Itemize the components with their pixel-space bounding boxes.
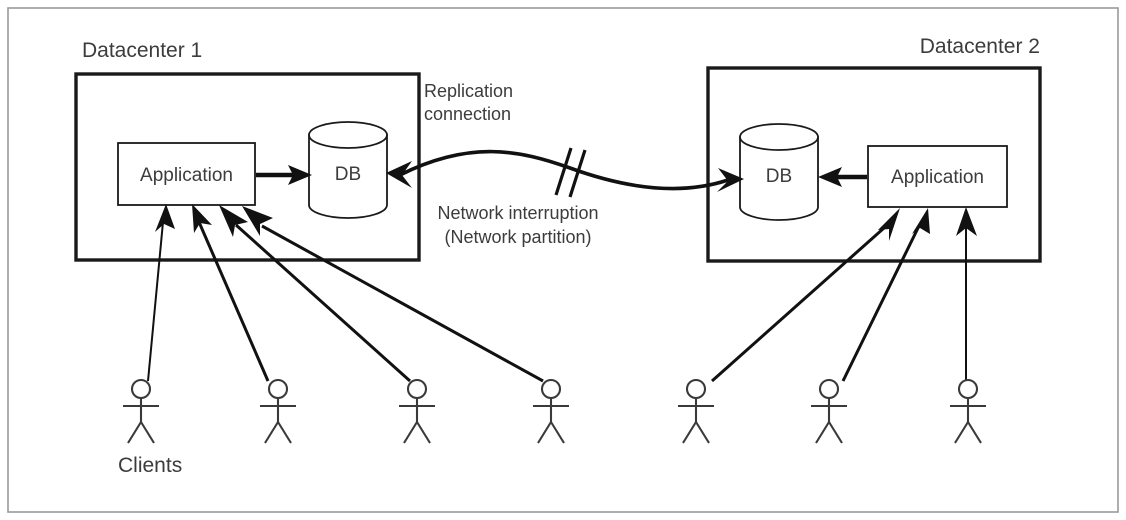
client-arrow-line-6 [841, 227, 920, 382]
client-head-icon [130, 378, 152, 400]
network-break-slash-1 [554, 147, 573, 196]
client-leg-right [967, 421, 982, 444]
replication-label-line1: Replication [424, 81, 513, 101]
client-arrow-line-2 [197, 221, 270, 382]
client-figure-6[interactable] [811, 378, 847, 444]
dc1-db-top [308, 121, 388, 149]
client-arrow-line-3 [234, 223, 412, 383]
dc1-database-label: DB [335, 164, 361, 185]
client-leg-left [815, 421, 830, 444]
client-figure-4[interactable] [533, 378, 569, 444]
datacenter-2-title: Datacenter 2 [920, 35, 1040, 58]
client-head-icon [267, 378, 289, 400]
dc1-db-body [308, 134, 388, 219]
datacenter-1-title: Datacenter 1 [82, 39, 202, 62]
replication-arrowhead-left [386, 161, 412, 188]
client-figure-7[interactable] [950, 378, 986, 444]
dc1-client-connections [147, 204, 544, 383]
client-leg-left [537, 421, 552, 444]
client-arrow-head-1 [155, 204, 175, 232]
figure-frame [7, 7, 1119, 513]
dc2-application-label: Application [891, 167, 984, 188]
replication-connection-curve [399, 149, 729, 191]
client-leg-right [416, 421, 431, 444]
client-leg-left [682, 421, 697, 444]
client-arrow-line-4 [261, 224, 544, 383]
client-head-icon [957, 378, 979, 400]
client-leg-right [550, 421, 565, 444]
dc1-application-label: Application [140, 165, 233, 186]
client-leg-left [127, 421, 142, 444]
dc2-client-connections [711, 207, 977, 383]
dc2-db-top [739, 123, 819, 151]
client-head-icon [818, 378, 840, 400]
client-head-icon [540, 378, 562, 400]
client-leg-right [828, 421, 843, 444]
client-figure-3[interactable] [399, 378, 435, 444]
client-arrow-head-4 [242, 206, 273, 236]
client-arrow-head-6 [912, 208, 930, 234]
client-leg-left [264, 421, 279, 444]
dc1-application-box[interactable] [117, 142, 256, 206]
client-arrow-head-5 [878, 208, 900, 241]
client-arrow-head-2 [192, 204, 212, 233]
dc2-database-label: DB [766, 166, 792, 187]
dc2-db-body [739, 136, 819, 221]
client-arrow-head-3 [219, 205, 248, 237]
client-leg-right [277, 421, 292, 444]
replication-arrowhead-right [717, 168, 744, 192]
replication-label-line2: connection [424, 104, 511, 124]
client-arrow-line-1 [147, 221, 164, 382]
client-figure-2[interactable] [260, 378, 296, 444]
dc1-app-to-db-arrowhead [288, 165, 312, 185]
dc2-application-box[interactable] [867, 145, 1008, 208]
client-arrow-head-7 [956, 207, 977, 236]
client-figure-5[interactable] [678, 378, 714, 444]
client-head-icon [406, 378, 428, 400]
clients-caption: Clients [118, 454, 182, 477]
dc1-database-cylinder[interactable] [308, 121, 388, 219]
client-leg-left [954, 421, 969, 444]
dc2-app-to-db-arrowhead [818, 167, 842, 187]
client-figure-1[interactable] [123, 378, 159, 444]
client-leg-right [695, 421, 710, 444]
client-leg-left [403, 421, 418, 444]
client-arrow-line-5 [711, 226, 885, 383]
network-interruption-label-line1: Network interruption [437, 203, 598, 223]
client-head-icon [685, 378, 707, 400]
network-interruption-label-line2: (Network partition) [444, 227, 591, 247]
network-break-slash-2 [568, 149, 587, 198]
client-leg-right [140, 421, 155, 444]
dc2-database-cylinder[interactable] [739, 123, 819, 221]
